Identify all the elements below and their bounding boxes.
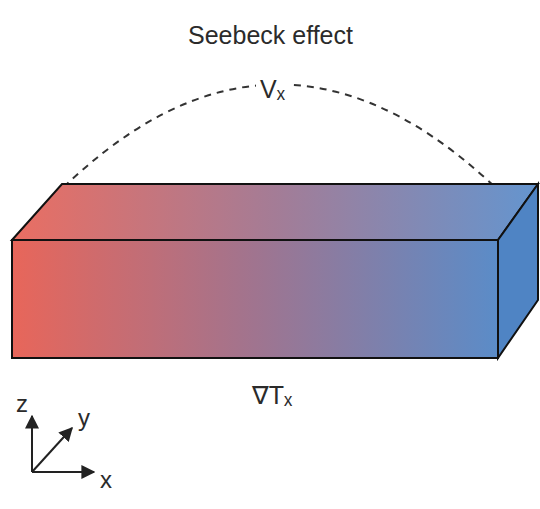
bar-front-face xyxy=(12,240,498,358)
voltage-label: Vₓ xyxy=(256,76,289,104)
axis-label: y xyxy=(78,405,90,431)
bar-top-face xyxy=(12,184,538,240)
axis-label: z xyxy=(16,391,28,417)
diagram-title: Seebeck effect xyxy=(188,22,353,50)
axis-label: x xyxy=(100,467,112,493)
bar-side-face xyxy=(498,184,538,358)
gradient-label: ∇Tₓ xyxy=(252,382,292,410)
